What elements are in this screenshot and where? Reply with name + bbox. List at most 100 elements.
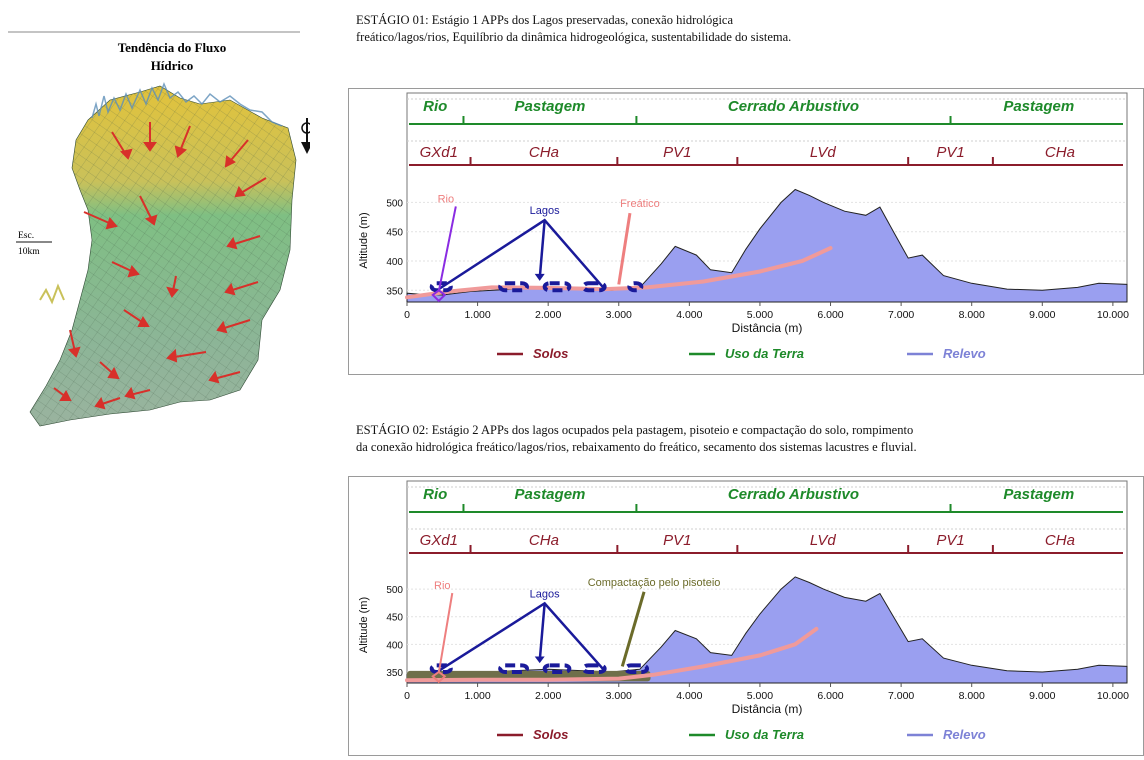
chart1-annotation-label: Rio — [438, 193, 455, 205]
stage1-caption: ESTÁGIO 01: Estágio 1 APPs dos Lagos pre… — [356, 12, 1116, 46]
chart2-y-tick-label: 500 — [386, 585, 403, 596]
stage2-caption-line1: ESTÁGIO 02: Estágio 2 APPs dos lagos ocu… — [356, 423, 914, 437]
chart1-x-tick-label: 10.000 — [1097, 309, 1129, 321]
chart1-x-tick-label: 7.000 — [888, 309, 914, 321]
chart2-annotation-label: Rio — [434, 580, 451, 592]
chart1-lake-mark — [581, 281, 607, 293]
chart2-rio-pointer — [437, 592, 454, 674]
chart2-soils-label: CHa — [529, 532, 559, 549]
chart2-x-tick-label: 5.000 — [747, 690, 773, 702]
chart2-x-tick-label: 1.000 — [464, 690, 490, 702]
chart2-lagos-arrow — [438, 601, 606, 672]
chart2-lagos-arrow-center — [538, 603, 546, 662]
chart2-y-axis-label: Altitude (m) — [358, 597, 370, 653]
chart1-x-axis-label: Distância (m) — [732, 321, 803, 335]
chart1-soils-label: CHa — [529, 144, 559, 161]
chart2-lagos-arrowhead — [534, 656, 545, 664]
chart2-x-tick-label: 4.000 — [676, 690, 702, 702]
chart2-land-use-label: Rio — [423, 486, 447, 503]
scale-label-esc: Esc. — [18, 231, 34, 241]
chart2-y-tick-label: 350 — [386, 668, 403, 679]
chart2-annotation-label: Compactação pelo pisoteio — [588, 577, 721, 589]
chart1-x-tick-label: 5.000 — [747, 309, 773, 321]
chart2-series-relevo-area — [406, 576, 1128, 684]
chart1-legend-label: Relevo — [943, 346, 986, 361]
terrain-peaks — [91, 81, 283, 127]
chart2-series-freatico-line — [405, 626, 819, 683]
chart2-lake-mark — [498, 663, 529, 674]
chart2-annotation-label: Lagos — [530, 588, 560, 600]
chart1-x-tick-label: 9.000 — [1029, 309, 1055, 321]
chart2-land-use-label: Pastagem — [515, 486, 586, 503]
chart2-land-use-label: Cerrado Arbustivo — [728, 486, 859, 503]
chart1-soils-label: GXd1 — [420, 144, 458, 161]
chart1-legend-label: Uso da Terra — [725, 346, 804, 361]
chart1-y-tick-label: 350 — [386, 286, 403, 297]
chart2-legend-label: Solos — [533, 727, 568, 742]
chart1-y-tick-label: 500 — [386, 198, 403, 209]
chart2-lake-mark — [581, 663, 607, 674]
chart1-x-tick-label: 4.000 — [676, 309, 702, 321]
chart2-x-tick-label: 10.000 — [1097, 690, 1129, 702]
north-arrow-icon — [301, 118, 313, 154]
stage1-profile-svg: Rio Pastagem Cerrado Arbustivo PastagemGXd1… — [358, 92, 1129, 361]
chart1-legend-label: Solos — [533, 346, 568, 361]
chart1-x-tick-label: 3.000 — [606, 309, 632, 321]
chart1-annotation-label: Lagos — [530, 205, 560, 217]
chart2-x-axis-label: Distância (m) — [732, 702, 803, 716]
chart2-annotation-pointer — [620, 591, 646, 667]
scale-label-distance: 10km — [18, 247, 40, 257]
panel-title-line1: Tendência do Fluxo — [118, 40, 227, 55]
chart1-series-freatico-line — [405, 246, 833, 300]
terrain-ridge-left — [39, 283, 65, 305]
chart1-soils-label: PV1 — [936, 144, 964, 161]
chart2-soils-label: LVd — [810, 532, 837, 549]
chart1-land-use-label: Pastagem — [515, 98, 586, 115]
stage1-caption-line2: freático/lagos/rios, Equilíbrio da dinâm… — [356, 30, 792, 44]
chart2-x-tick-label: 6.000 — [817, 690, 843, 702]
flow-tendency-panel: Tendência do Fluxo Hídrico — [0, 0, 313, 460]
terrain-mesh — [30, 86, 296, 426]
chart2-land-use-label: Pastagem — [1003, 486, 1074, 503]
chart2-rio-marker-icon — [431, 670, 447, 684]
stage2-caption-line2: da conexão hidrológica freático/lagos/ri… — [356, 440, 917, 454]
chart1-land-use-label: Rio — [423, 98, 447, 115]
chart1-y-tick-label: 450 — [386, 228, 403, 239]
chart1-soils-label: PV1 — [663, 144, 691, 161]
chart1-soils-label: CHa — [1045, 144, 1075, 161]
chart1-land-use-label: Pastagem — [1003, 98, 1074, 115]
chart1-x-tick-label: 8.000 — [959, 309, 985, 321]
flow-arrows — [53, 122, 267, 410]
chart2-soils-label: PV1 — [936, 532, 964, 549]
chart2-x-tick-label: 0 — [404, 690, 410, 702]
chart1-annotation-label: Freático — [620, 198, 660, 210]
chart1-land-use-label: Cerrado Arbustivo — [728, 98, 859, 115]
chart2-x-tick-label: 3.000 — [606, 690, 632, 702]
chart1-lake-mark — [498, 281, 529, 293]
terrain-illustration: Tendência do Fluxo Hídrico — [8, 31, 313, 427]
chart2-legend-label: Uso da Terra — [725, 727, 804, 742]
chart1-x-tick-label: 2.000 — [535, 309, 561, 321]
chart2-y-tick-label: 450 — [386, 613, 403, 624]
chart1-x-tick-label: 6.000 — [817, 309, 843, 321]
chart2-soils-label: PV1 — [663, 532, 691, 549]
stage2-caption: ESTÁGIO 02: Estágio 2 APPs dos lagos ocu… — [356, 422, 1116, 456]
chart2-legend-label: Relevo — [943, 727, 986, 742]
chart1-y-tick-label: 400 — [386, 257, 403, 268]
chart2-y-tick-label: 400 — [386, 640, 403, 651]
chart2-lake-mark — [429, 663, 453, 674]
chart1-lagos-arrow — [438, 218, 606, 291]
chart1-x-tick-label: 0 — [404, 309, 410, 321]
chart2-x-tick-label: 9.000 — [1029, 690, 1055, 702]
chart1-annotation-pointer — [617, 212, 632, 285]
chart2-lake-mark — [542, 663, 572, 674]
chart2-x-tick-label: 7.000 — [888, 690, 914, 702]
chart1-lake-mark — [627, 281, 644, 293]
chart1-lake-mark — [542, 281, 572, 293]
chart1-rio-marker-icon — [431, 289, 447, 303]
panel-title-line2: Hídrico — [151, 58, 194, 73]
chart2-soils-label: CHa — [1045, 532, 1075, 549]
stage1-caption-line1: ESTÁGIO 01: Estágio 1 APPs dos Lagos pre… — [356, 13, 734, 27]
